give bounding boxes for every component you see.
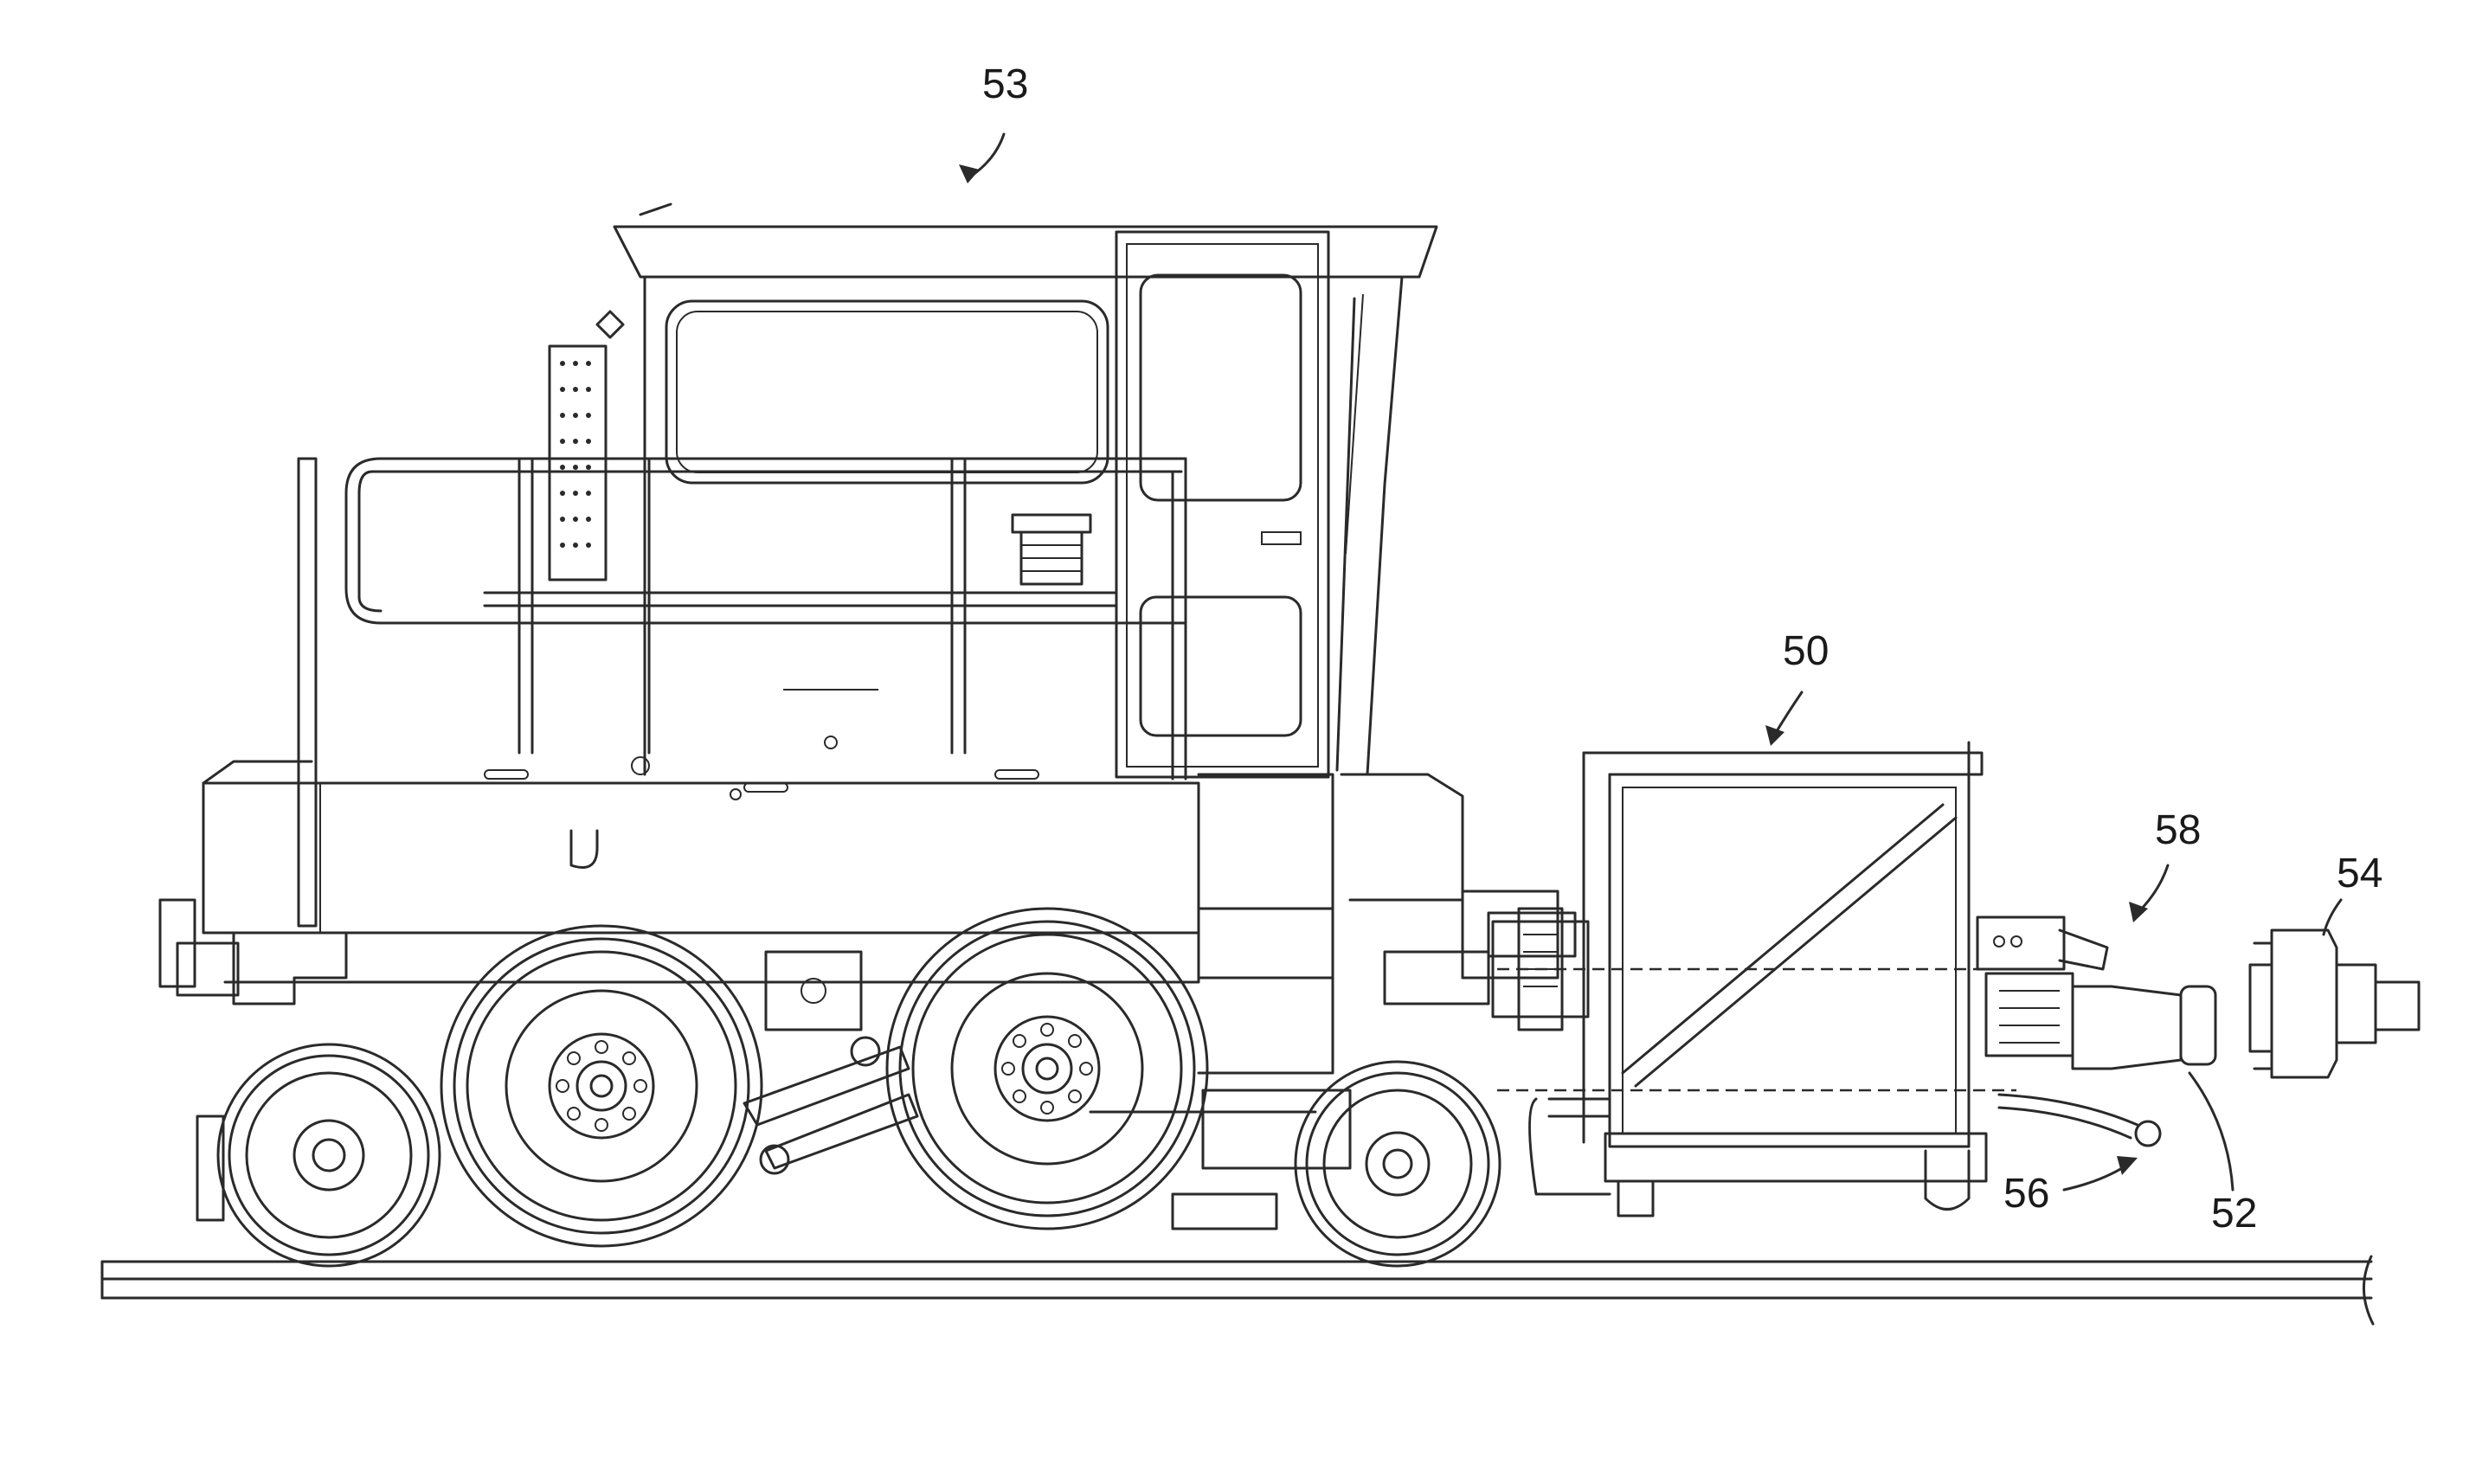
- ref-53: 53: [982, 61, 1028, 107]
- lug-nuts: [1002, 1024, 1092, 1114]
- rail-gear-frame: [197, 1090, 1350, 1229]
- rail-wheel-front: [218, 1044, 440, 1266]
- body-slots: [485, 736, 1038, 800]
- handrail: [299, 459, 1186, 926]
- knuckle-coupler: [2250, 930, 2419, 1077]
- exhaust-perforation: [560, 361, 591, 548]
- cab: [550, 204, 1437, 777]
- ref-56: 56: [2003, 1171, 2049, 1217]
- rail-wheel-rear: [1296, 1062, 1500, 1266]
- coupler-assembly: [1493, 909, 2215, 1146]
- chassis: [160, 736, 1575, 1073]
- ref-52: 52: [2211, 1191, 2257, 1237]
- rail: [102, 1256, 2373, 1324]
- ref-58: 58: [2155, 807, 2201, 853]
- ref-50: 50: [1783, 628, 1829, 674]
- carrier-frame: [1497, 742, 2016, 1216]
- lug-nuts: [556, 1041, 646, 1131]
- ref-54: 54: [2337, 851, 2382, 896]
- road-wheel-front: [441, 926, 762, 1246]
- road-wheel-rear: [887, 909, 1207, 1229]
